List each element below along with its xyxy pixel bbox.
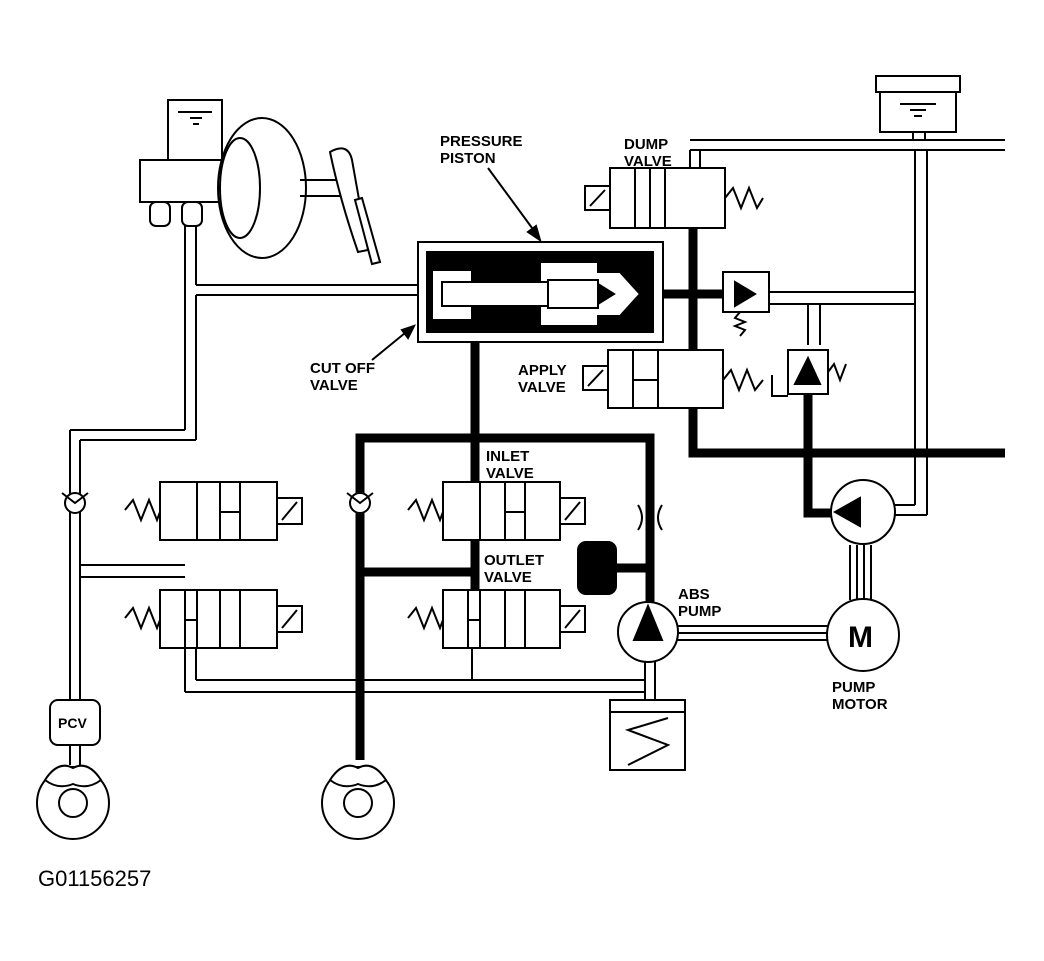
dump-valve-label-2: VALVE xyxy=(624,153,672,170)
left-check-valve xyxy=(61,492,89,514)
pump-motor-label-1: PUMP xyxy=(832,679,875,696)
low-pressure-accumulator xyxy=(609,699,686,771)
right-inlet-valve xyxy=(407,481,586,541)
left-wheel-brake xyxy=(36,764,110,840)
pressure-lines xyxy=(355,205,1005,760)
outlet-valve-label-1: OUTLET xyxy=(484,552,544,569)
right-wheel-brake xyxy=(321,764,395,840)
pcv-valve xyxy=(49,699,101,746)
inlet-valve-label-1: INLET xyxy=(486,448,529,465)
apply-valve-label-1: APPLY xyxy=(518,362,567,379)
motor-symbol: M xyxy=(848,621,873,654)
fluid-reservoir xyxy=(875,75,961,133)
damper xyxy=(577,541,617,595)
boost-pump xyxy=(830,479,896,545)
cut-off-valve-label-2: VALVE xyxy=(310,377,358,394)
dump-valve xyxy=(584,167,764,229)
pump-motor xyxy=(826,598,900,672)
inlet-valve-label-2: VALVE xyxy=(486,465,534,482)
figure-id: G01156257 xyxy=(38,866,151,891)
right-check-valve xyxy=(346,492,374,514)
pressure-piston-label-1: PRESSURE xyxy=(440,133,523,150)
brake-pedal xyxy=(328,147,382,266)
right-outlet-valve xyxy=(407,589,586,649)
pressure-piston-assembly xyxy=(417,241,664,343)
relief-valve-upper xyxy=(722,271,770,337)
abs-pump-label-2: PUMP xyxy=(678,603,721,620)
return-lines xyxy=(69,130,1005,700)
relief-valve-lower xyxy=(771,349,847,397)
orifice-restrictor xyxy=(637,504,663,531)
pressure-piston-label-2: PISTON xyxy=(440,150,496,167)
dump-valve-label-1: DUMP xyxy=(624,136,668,153)
outlet-valve-label-2: VALVE xyxy=(484,569,532,586)
abs-pump-label-1: ABS xyxy=(678,586,710,603)
apply-valve-label-2: VALVE xyxy=(518,379,566,396)
cut-off-valve-label-1: CUT OFF xyxy=(310,360,375,377)
pump-motor-label-2: MOTOR xyxy=(832,696,888,713)
pcv-label: PCV xyxy=(58,715,87,731)
abs-pump xyxy=(617,601,679,663)
left-inlet-valve xyxy=(124,481,303,541)
apply-valve xyxy=(582,349,764,409)
brake-booster xyxy=(217,117,340,259)
left-outlet-valve xyxy=(124,589,303,649)
